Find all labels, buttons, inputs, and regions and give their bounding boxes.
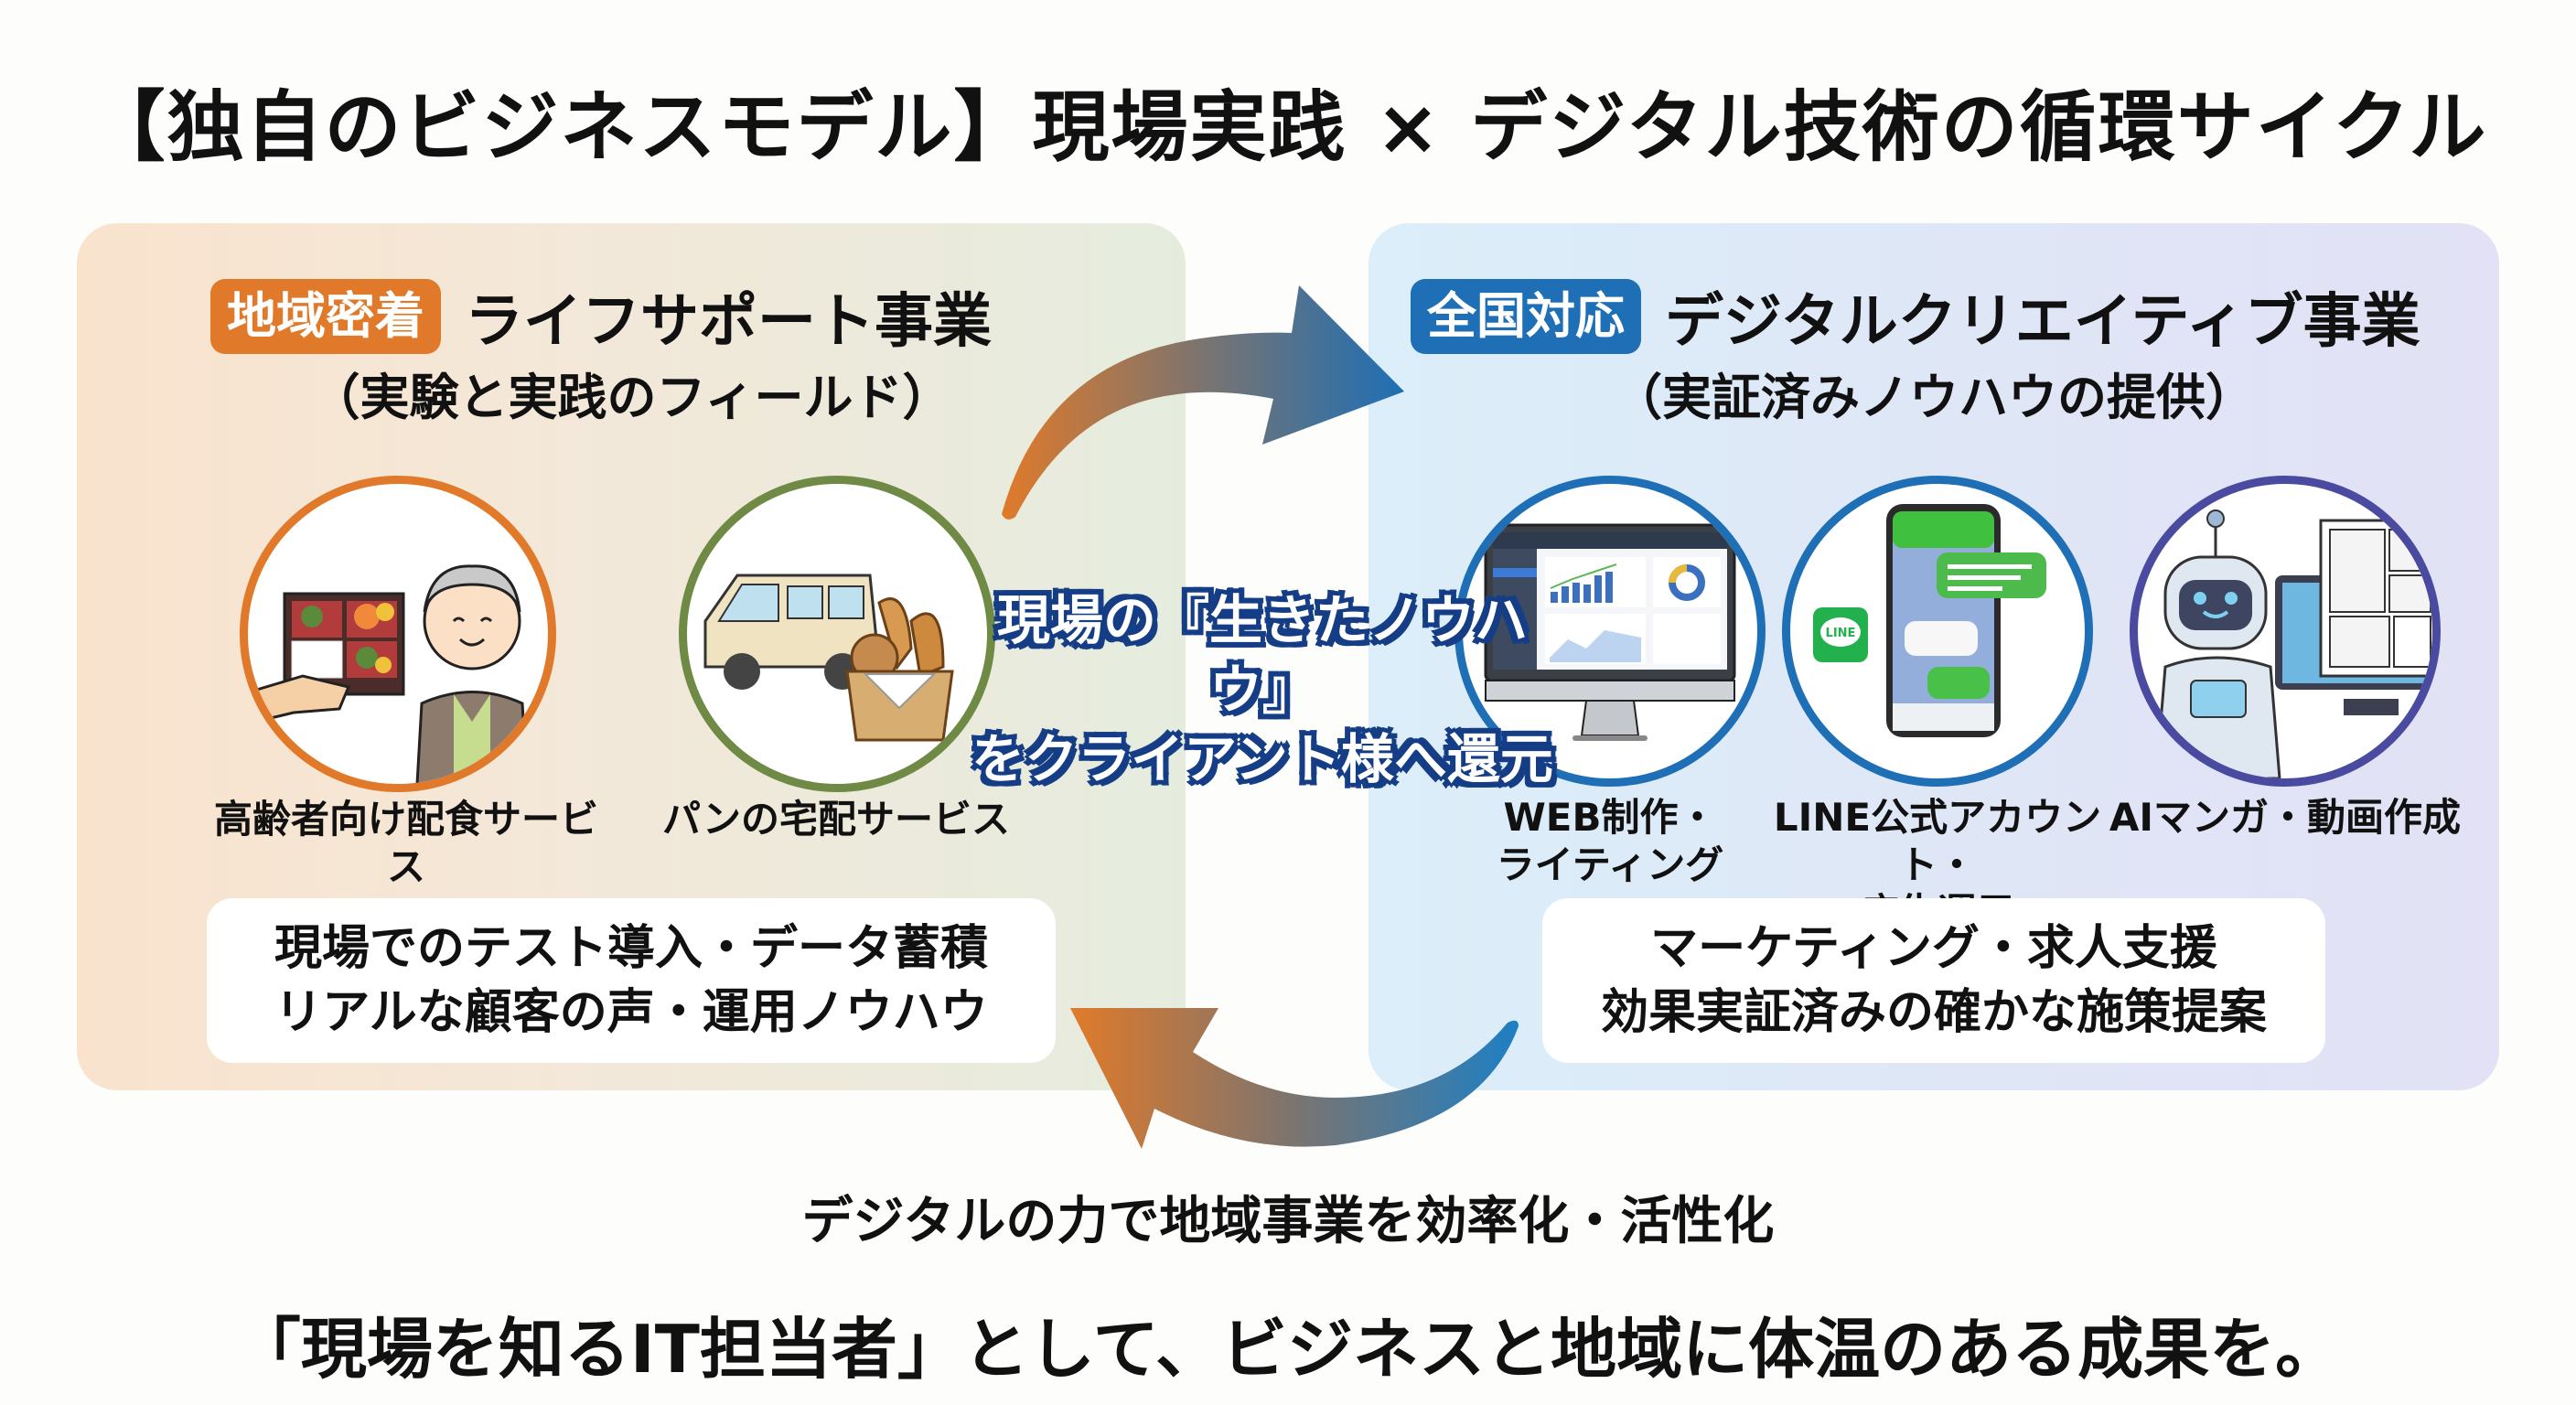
line-smartphone-icon: LINE: [1782, 476, 2093, 787]
life-support-subheading: （実験と実践のフィールド）: [310, 369, 952, 426]
service-label-line: ライティング: [1496, 842, 1724, 887]
bottom-arrow-caption: デジタルの力で地域事業を効率化・活性化: [801, 1192, 1775, 1251]
bento-delivery-elderly-icon: [240, 476, 556, 792]
service-label-ai: AIマンガ・動画作成: [2109, 795, 2462, 840]
life-support-header: 地域密着 ライフサポート事業: [210, 274, 992, 359]
service-label-line-account: LINE公式アカウント・ 広告運用: [1745, 794, 2130, 937]
summary-line: リアルな顧客の声・運用ノウハウ: [274, 985, 988, 1040]
service-label-line: LINE公式アカウント・: [1773, 795, 2102, 887]
web-dashboard-monitor-icon: [1454, 476, 1766, 787]
center-message-line: をクライアント様へ還元: [971, 728, 1553, 790]
nationwide-badge: 全国対応: [1411, 279, 1641, 354]
summary-line: 効果実証済みの確かな施策提案: [1600, 985, 2267, 1040]
service-label-line: WEB制作・: [1503, 795, 1717, 840]
arrow-to-local-icon: [1070, 1008, 1519, 1149]
line-logo-text: LINE: [1826, 627, 1856, 640]
life-support-panel: 地域密着 ライフサポート事業 （実験と実践のフィールド） 高齢者向け配食サービス: [77, 223, 1186, 1090]
ai-robot-manga-icon: [2130, 476, 2441, 787]
bread-delivery-van-icon: [679, 476, 995, 792]
service-label-bread: パンの宅配サービス: [661, 797, 1011, 842]
digital-creative-subheading: （実証済みノウハウの提供）: [1613, 369, 2255, 426]
life-support-heading: ライフサポート事業: [465, 288, 992, 356]
service-label-web: WEB制作・ ライティング: [1418, 794, 1802, 889]
summary-line: 現場でのテスト導入・データ蓄積: [274, 921, 988, 976]
arrow-to-digital-icon: [1002, 285, 1404, 520]
tagline: 「現場を知るIT担当者」として、ビジネスと地域に体温のある成果を。: [234, 1311, 2342, 1388]
summary-line: マーケティング・求人支援: [1650, 921, 2217, 976]
life-support-summary: 現場でのテスト導入・データ蓄積 リアルな顧客の声・運用ノウハウ: [207, 898, 1056, 1063]
local-badge: 地域密着: [210, 279, 441, 354]
digital-creative-heading: デジタルクリエイティブ事業: [1665, 288, 2420, 356]
center-message-line: 現場の『生きたノウハウ』: [996, 589, 1528, 721]
digital-creative-panel: 全国対応 デジタルクリエイティブ事業 （実証済みノウハウの提供） WEB制作・ …: [1368, 223, 2499, 1090]
digital-creative-header: 全国対応 デジタルクリエイティブ事業: [1411, 274, 2420, 359]
service-label-bento: 高齢者向け配食サービス: [213, 797, 598, 889]
page-title: 【独自のビジネスモデル】現場実践 × デジタル技術の循環サイクル: [88, 82, 2488, 172]
center-message: 現場の『生きたノウハウ』 をクライアント様へ還元: [961, 585, 1564, 794]
digital-creative-summary: マーケティング・求人支援 効果実証済みの確かな施策提案: [1542, 898, 2325, 1063]
